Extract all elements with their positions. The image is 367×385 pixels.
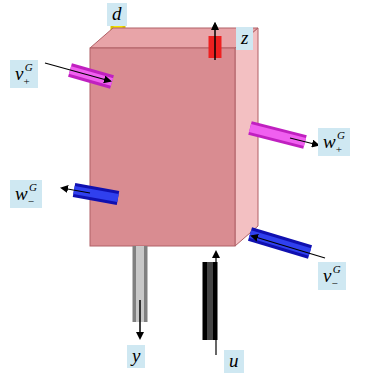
signal-vminus-g: v− G [318, 262, 346, 290]
signal-subscript: − [331, 277, 337, 289]
signal-wplus-g: w+ G [318, 128, 350, 156]
block-top [90, 28, 258, 48]
signal-subscript: + [23, 75, 29, 87]
input-u-rod [203, 262, 218, 340]
signal-z: z [236, 27, 253, 50]
signal-subscript: + [336, 143, 342, 155]
signal-superscript: G [333, 263, 341, 275]
signal-name: v [323, 265, 331, 286]
signal-superscript: G [29, 181, 37, 193]
signal-vplus-g: v+ G [10, 60, 38, 88]
signal-name: d [112, 3, 122, 24]
signal-y: y [127, 345, 145, 368]
signal-name: w [323, 131, 336, 152]
signal-u: u [224, 350, 244, 373]
input-vminus-rod [250, 234, 310, 252]
signal-name: w [15, 183, 28, 204]
signal-name: y [132, 345, 140, 366]
block-side [235, 28, 258, 246]
signal-subscript: − [28, 195, 34, 207]
signal-superscript: G [337, 129, 345, 141]
signal-wminus-g: w− G [10, 180, 42, 208]
signal-name: v [15, 63, 23, 84]
signal-superscript: G [25, 61, 33, 73]
signal-name: z [241, 27, 248, 48]
signal-d: d [107, 3, 127, 26]
signal-name: u [229, 350, 239, 371]
